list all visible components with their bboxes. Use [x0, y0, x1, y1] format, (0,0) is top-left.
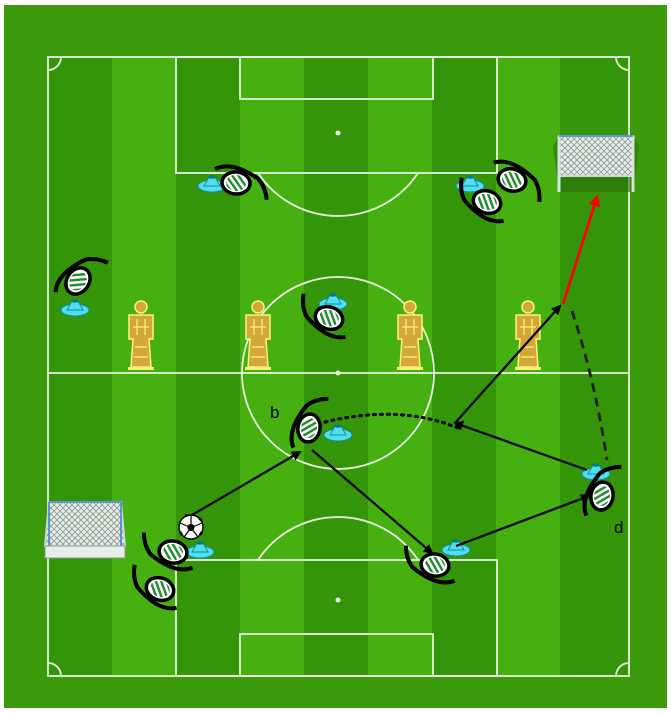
- player-label-d: d: [614, 518, 623, 537]
- soccer-ball-icon: [179, 515, 203, 539]
- player-label-b: b: [270, 403, 279, 422]
- mini-goal-icon: [45, 502, 125, 558]
- mini-goal-icon: [553, 136, 639, 192]
